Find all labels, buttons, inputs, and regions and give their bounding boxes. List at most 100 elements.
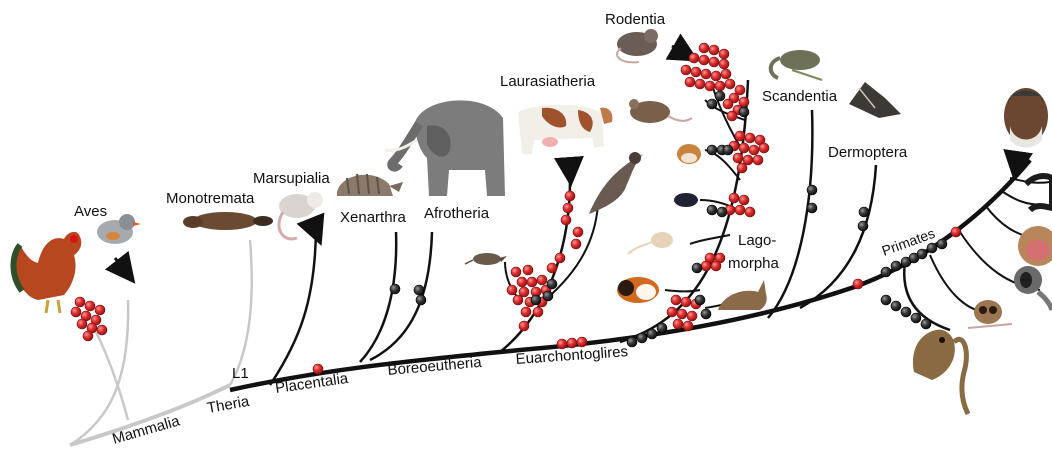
insertion-dot — [519, 321, 529, 331]
insertion-dot — [689, 53, 699, 63]
insertion-dot — [565, 191, 575, 201]
loss-dot — [739, 107, 749, 117]
insertion-dot — [737, 163, 747, 173]
insertion-dot — [83, 331, 93, 341]
insertion-dot — [711, 261, 721, 271]
loss-dot — [901, 307, 911, 317]
label-monotremata: Monotremata — [166, 190, 255, 207]
loss-dot — [858, 221, 868, 231]
label-l1: L1 — [232, 365, 249, 382]
loss-dot — [891, 301, 901, 311]
insertion-dot — [723, 99, 733, 109]
insertion-dot — [683, 321, 693, 331]
bushbaby-icon — [913, 330, 968, 414]
hamster-icon — [677, 144, 701, 164]
insertion-dot — [513, 295, 523, 305]
tarsier-icon — [968, 300, 1012, 328]
insertion-dot — [95, 305, 105, 315]
primate-arm-icon — [1026, 176, 1052, 210]
mole-icon — [674, 193, 698, 207]
insertion-dot — [573, 227, 583, 237]
loss-dot — [390, 284, 400, 294]
label-marsupialia: Marsupialia — [253, 170, 330, 187]
insertion-dot — [749, 145, 759, 155]
insertion-dot — [759, 143, 769, 153]
label-lagomorpha-line1: Lago- — [738, 232, 776, 249]
insertion-dot — [709, 57, 719, 67]
insertion-dot — [507, 285, 517, 295]
insertion-dot — [951, 227, 961, 237]
branch-monotremata — [230, 240, 252, 385]
label-theria: Theria — [206, 393, 251, 417]
loss-dot — [531, 295, 541, 305]
label-afrotheria: Afrotheria — [424, 205, 490, 222]
label-mammalia: Mammalia — [110, 412, 182, 448]
insertion-dot — [729, 193, 739, 203]
loss-dot — [881, 295, 891, 305]
loss-dot — [627, 337, 637, 347]
insertion-dot — [691, 67, 701, 77]
insertion-dot — [681, 65, 691, 75]
insertion-dot — [715, 81, 725, 91]
insertion-dot — [721, 69, 731, 79]
insertion-dot — [701, 69, 711, 79]
insertion-dot — [719, 49, 729, 59]
insertion-dot — [745, 207, 755, 217]
elephant-icon — [385, 100, 505, 196]
insertion-dot — [75, 297, 85, 307]
bat-icon — [589, 152, 643, 214]
armadillo-icon — [337, 174, 403, 196]
insertion-dot — [85, 301, 95, 311]
insertion-dot — [699, 55, 709, 65]
insertion-dot — [745, 133, 755, 143]
loss-dot — [692, 263, 702, 273]
hare-icon — [718, 280, 767, 310]
insertion-dot — [511, 267, 521, 277]
insertion-dot — [735, 205, 745, 215]
branch-xenarthra — [360, 232, 396, 362]
insertion-dot — [537, 275, 547, 285]
insertion-dot — [673, 319, 683, 329]
insertion-dot — [681, 297, 691, 307]
branch-primates-tarsier — [930, 255, 985, 312]
insertion-dot — [527, 277, 537, 287]
loss-dot — [723, 145, 733, 155]
loss-dot — [891, 261, 901, 271]
loss-dot — [414, 285, 424, 295]
insertion-dot — [699, 43, 709, 53]
insertion-dot — [685, 77, 695, 87]
cow-icon — [518, 105, 612, 154]
label-boreoeutheria: Boreoeutheria — [387, 354, 483, 379]
label-rodentia: Rodentia — [605, 11, 666, 28]
insertion-dot — [695, 79, 705, 89]
branch-primates-ape1 — [1000, 190, 1045, 205]
insertion-dot — [739, 195, 749, 205]
loss-dot — [543, 291, 553, 301]
label-aves: Aves — [74, 203, 107, 220]
rat-icon — [617, 29, 658, 62]
insertion-dot — [561, 215, 571, 225]
insertion-dot — [733, 153, 743, 163]
loss-dot — [937, 239, 947, 249]
label-placentalia: Placentalia — [274, 370, 350, 397]
branch-marsupialia — [270, 230, 316, 385]
branch-rod-jerboa — [690, 235, 730, 244]
insertion-dot — [77, 319, 87, 329]
insertion-dot — [709, 45, 719, 55]
loss-dot — [921, 319, 931, 329]
loss-dot — [927, 243, 937, 253]
tree-shrew-icon — [771, 50, 822, 80]
arrow-aves — [115, 258, 126, 272]
loss-dot — [707, 99, 717, 109]
insertion-dot — [719, 59, 729, 69]
loss-dot — [701, 309, 711, 319]
loss-dot — [416, 295, 426, 305]
insertion-dot — [71, 307, 81, 317]
loss-dot — [917, 249, 927, 259]
loss-dot — [717, 207, 727, 217]
arrow-rodentia — [672, 46, 686, 54]
insertion-dot — [555, 253, 565, 263]
marmoset-icon — [1014, 266, 1052, 310]
label-dermoptera: Dermoptera — [828, 144, 908, 161]
